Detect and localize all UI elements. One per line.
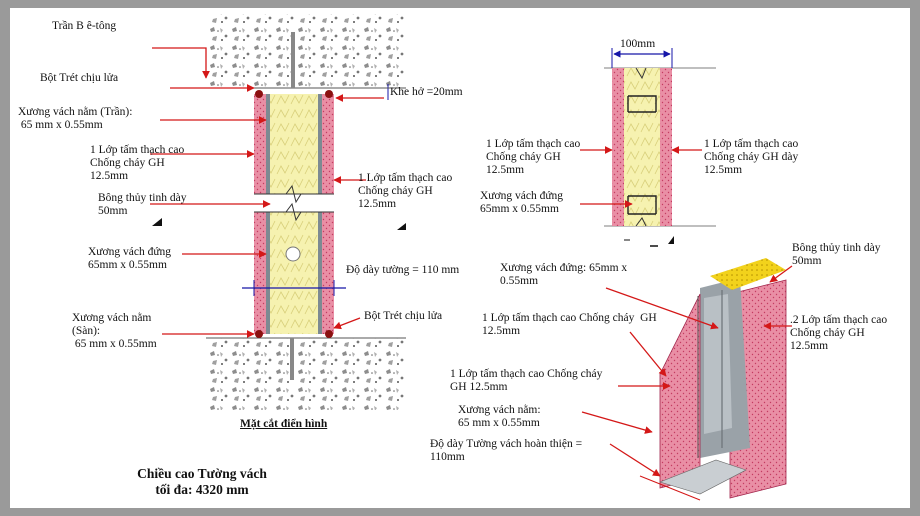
- fire-plaster-dot: [325, 90, 333, 98]
- ceiling-anchor: [291, 32, 295, 88]
- fire-plaster-top-label: Bột Trét chịu lửa: [40, 72, 119, 84]
- ceiling-label: Trần B ê-tông: [52, 20, 117, 32]
- board-right-lower: [322, 212, 334, 334]
- plan-stud-top: [627, 95, 657, 113]
- insulation-upper: [266, 94, 322, 194]
- iso-leader-arrows: [581, 265, 793, 477]
- insulation-lower: [266, 212, 322, 334]
- leader-arrows: [150, 47, 384, 338]
- iso-insulation-label: Bông thủy tinh dày 50mm: [792, 242, 881, 267]
- plan-board-right-label: 1 Lớp tấm thạch cao Chống cháy GH dày 12…: [704, 138, 799, 176]
- board-right-upper: [322, 94, 334, 194]
- board-left-lower: [254, 212, 266, 334]
- iso-stud-label: Xương vách đứng: 65mm x 0.55mm: [500, 262, 628, 287]
- section-view: [150, 14, 406, 410]
- iso-board-front: [659, 293, 701, 489]
- floor-anchor: [290, 338, 294, 380]
- ceiling-concrete: [206, 14, 406, 88]
- iso-board-two-label: .2 Lớp tấm thạch cao Chống cháy GH 12.5m…: [790, 314, 888, 352]
- plan-view: [580, 48, 716, 247]
- fire-plaster-dot: [255, 330, 263, 338]
- stud-label: Xương vách đứng 65mm x 0.55mm: [88, 246, 172, 271]
- fire-plaster-bottom-label: Bột Trét chịu lửa: [364, 310, 443, 322]
- iso-track-label: Xương vách nằm: 65 mm x 0.55mm: [458, 404, 541, 429]
- iso-board-one-label: 1 Lớp tấm thạch cao Chống cháy GH 12.5mm: [482, 312, 657, 337]
- plan-board-right: [660, 68, 672, 226]
- floor-concrete: [206, 338, 406, 410]
- plan-width-label: 100mm: [620, 38, 656, 50]
- wall-diagram-graphics: [150, 14, 793, 501]
- max-height-note: Chiều cao Tường vách tối đa: 4320 mm: [137, 466, 267, 497]
- iso-track: [659, 459, 747, 495]
- iso-board-three-label: 1 Lớp tấm thạch cao Chống cháy GH 12.5mm: [450, 368, 603, 393]
- plan-leader-arrows: [580, 146, 702, 208]
- section-caption: Mặt cắt điển hình: [240, 418, 328, 430]
- track-floor-label: Xương vách nằm (Sàn): 65 mm x 0.55mm: [72, 312, 157, 350]
- iso-insulation-top: [710, 258, 786, 290]
- plan-stud-label: Xương vách đứng 65mm x 0.55mm: [480, 190, 564, 215]
- board-right-label: 1 Lớp tấm thạch cao Chống cháy GH 12.5mm: [358, 172, 453, 210]
- plan-insulation: [624, 68, 660, 226]
- iso-finished-label: Độ dày Tường vách hoàn thiện = 110mm: [430, 438, 583, 463]
- wall-thickness-label: Độ dày tường = 110 mm: [346, 264, 460, 276]
- insulation-label: Bông thủy tinh dày 50mm: [98, 192, 187, 217]
- track-top-label: Xương vách nằm (Trần): 65 mm x 0.55mm: [18, 106, 133, 131]
- plan-board-left: [612, 68, 624, 226]
- diagram-panel: Trần B ê-tông Bột Trét chịu lửa Xương vá…: [10, 8, 910, 508]
- isometric-view: [581, 258, 793, 501]
- gap-label: Khe hở =20mm: [390, 86, 463, 98]
- board-left-label: 1 Lớp tấm thạch cao Chống cháy GH 12.5mm: [90, 144, 185, 182]
- fire-plaster-dot: [255, 90, 263, 98]
- board-left-upper: [254, 94, 266, 194]
- plan-board-left-label: 1 Lớp tấm thạch cao Chống cháy GH 12.5mm: [486, 138, 581, 176]
- fire-plaster-dot: [325, 330, 333, 338]
